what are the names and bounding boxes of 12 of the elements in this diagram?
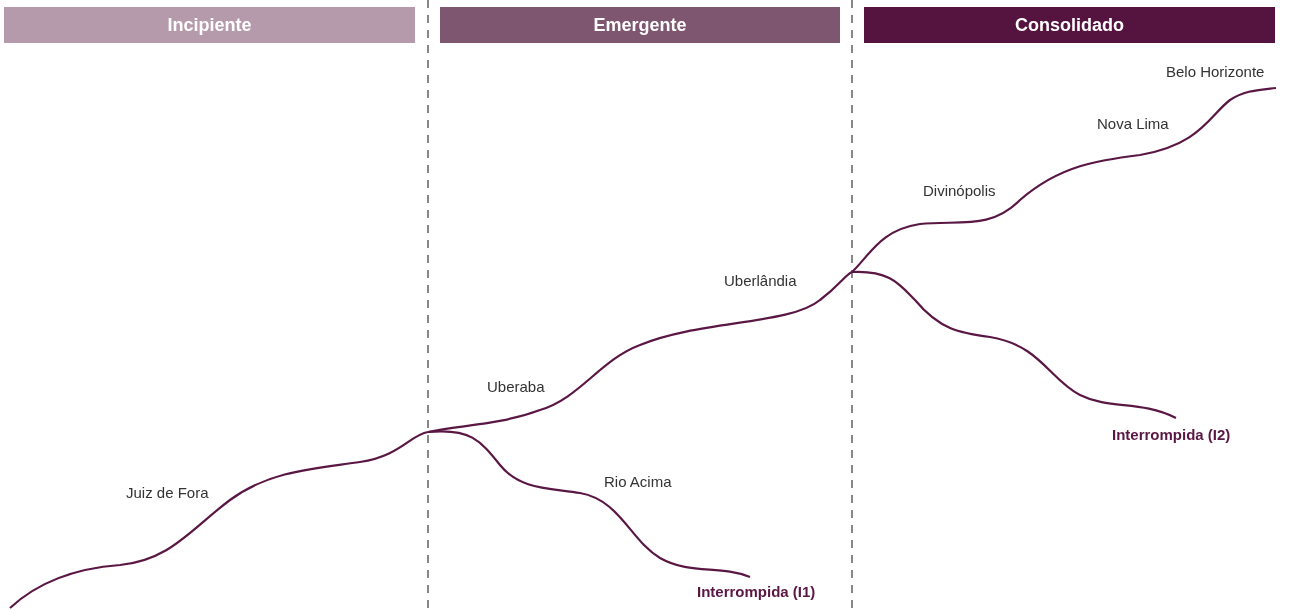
city-label: Nova Lima <box>1097 115 1169 132</box>
outcome-label: Interrompida (I1) <box>697 583 816 600</box>
outcome-label: Interrompida (I2) <box>1112 426 1231 443</box>
city-label: Rio Acima <box>604 473 672 490</box>
city-label: Juiz de Fora <box>126 484 209 501</box>
city-label: Uberaba <box>487 378 545 395</box>
city-label: Divinópolis <box>923 182 996 199</box>
city-label: Belo Horizonte <box>1166 63 1265 80</box>
phase-header: Incipiente <box>4 7 415 43</box>
phase-header: Consolidado <box>864 7 1275 43</box>
phase-header: Emergente <box>440 7 840 43</box>
city-label: Uberlândia <box>724 272 797 289</box>
